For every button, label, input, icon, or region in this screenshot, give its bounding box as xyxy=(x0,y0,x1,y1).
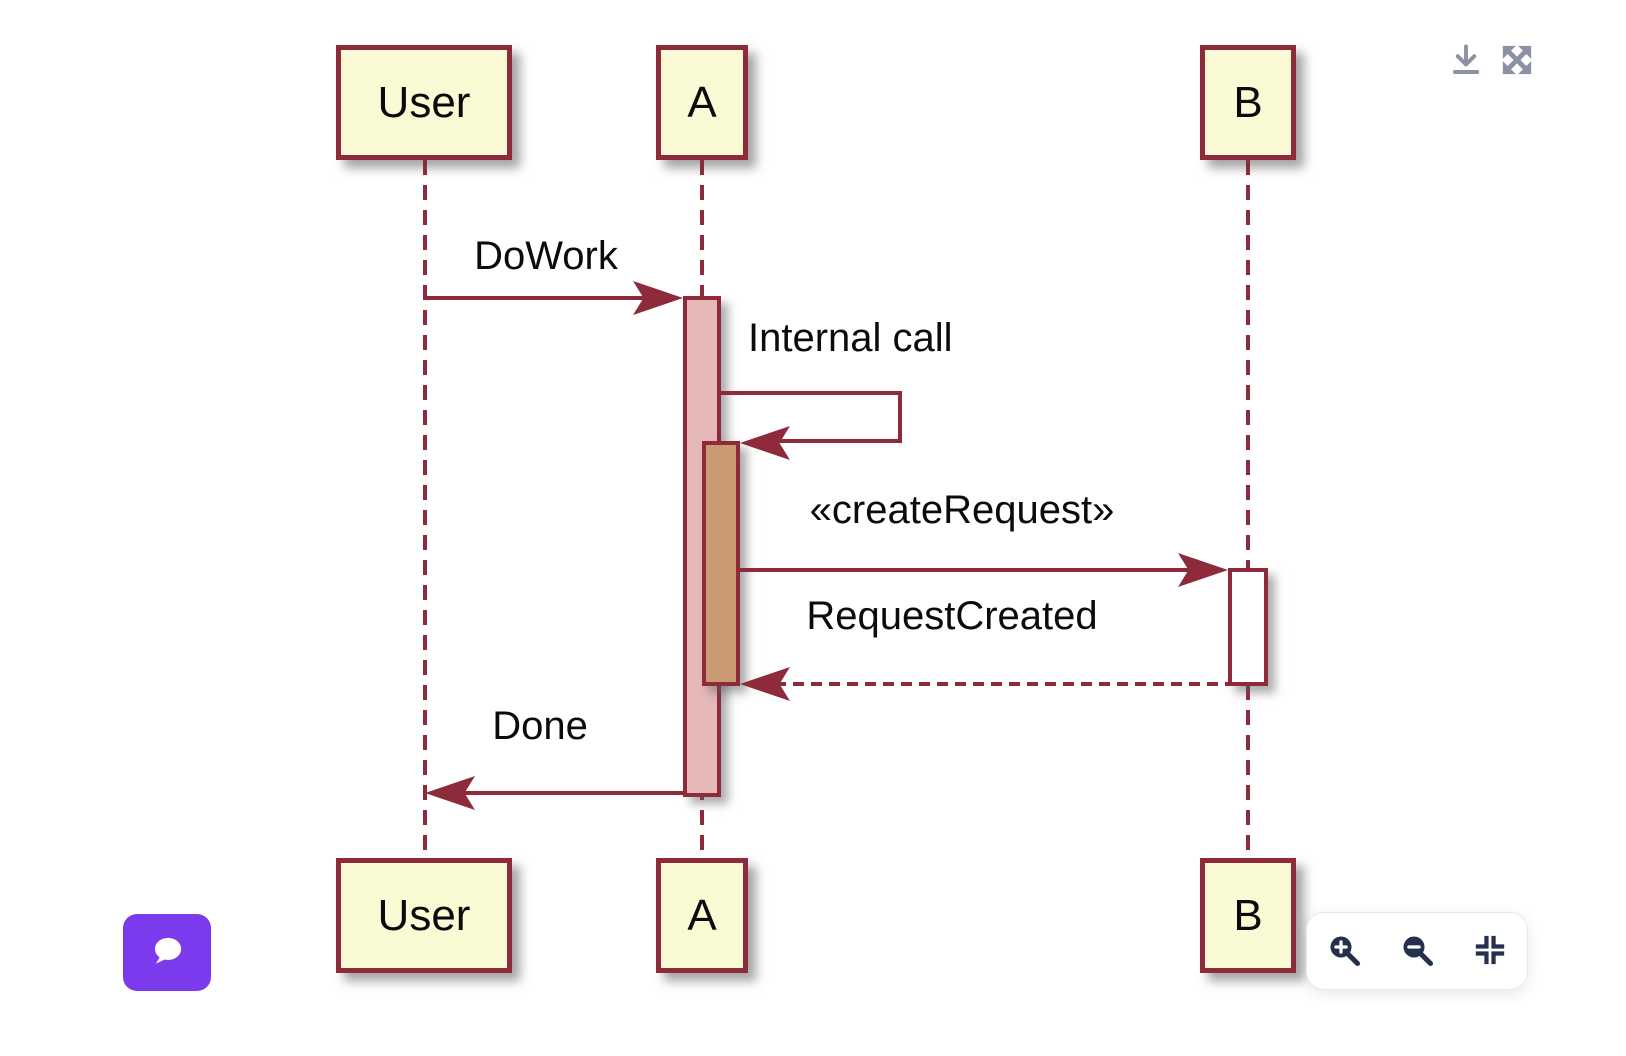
participant-label: User xyxy=(377,890,471,940)
message-label-internal-call: Internal call xyxy=(748,316,953,360)
message-label-createrequest: «createRequest» xyxy=(809,488,1115,532)
selfcall-top-line xyxy=(721,391,902,395)
download-button[interactable] xyxy=(1447,42,1485,80)
lifeline-user xyxy=(423,160,427,858)
activation-bar-a-nested xyxy=(702,441,740,686)
message-label-dowork: DoWork xyxy=(474,234,618,278)
message-label-requestcreated: RequestCreated xyxy=(806,594,1098,638)
participant-a-bottom: A xyxy=(656,858,748,973)
selfcall-right-line xyxy=(898,391,902,443)
message-label-done: Done xyxy=(492,704,588,748)
participant-label: User xyxy=(377,77,471,127)
arrowhead-internal-call-icon xyxy=(740,426,790,460)
participant-label: B xyxy=(1233,77,1263,127)
participant-user-top: User xyxy=(336,45,512,160)
participant-label: A xyxy=(687,77,717,127)
download-icon xyxy=(1448,42,1484,81)
participant-b-bottom: B xyxy=(1200,858,1296,973)
participant-label: A xyxy=(687,890,717,940)
zoom-in-icon xyxy=(1326,932,1362,971)
message-line-done xyxy=(455,791,683,795)
zoom-in-button[interactable] xyxy=(1316,923,1372,979)
participant-user-bottom: User xyxy=(336,858,512,973)
expand-button[interactable] xyxy=(1498,42,1536,80)
lifeline-b xyxy=(1246,160,1250,858)
selfcall-bottom-line xyxy=(772,439,902,443)
zoom-controls-panel xyxy=(1306,912,1528,990)
activation-bar-b xyxy=(1228,568,1268,686)
message-line-requestcreated xyxy=(775,682,1228,686)
participant-a-top: A xyxy=(656,45,748,160)
message-line-createrequest xyxy=(740,568,1190,572)
fit-view-button[interactable] xyxy=(1462,923,1518,979)
participant-b-top: B xyxy=(1200,45,1296,160)
fit-view-icon xyxy=(1473,933,1507,970)
chat-button[interactable] xyxy=(123,914,211,991)
zoom-out-icon xyxy=(1399,932,1435,971)
message-line-dowork xyxy=(425,296,647,300)
chat-bubble-icon xyxy=(146,930,188,975)
zoom-out-button[interactable] xyxy=(1389,923,1445,979)
expand-arrows-icon xyxy=(1500,43,1534,80)
participant-label: B xyxy=(1233,890,1263,940)
